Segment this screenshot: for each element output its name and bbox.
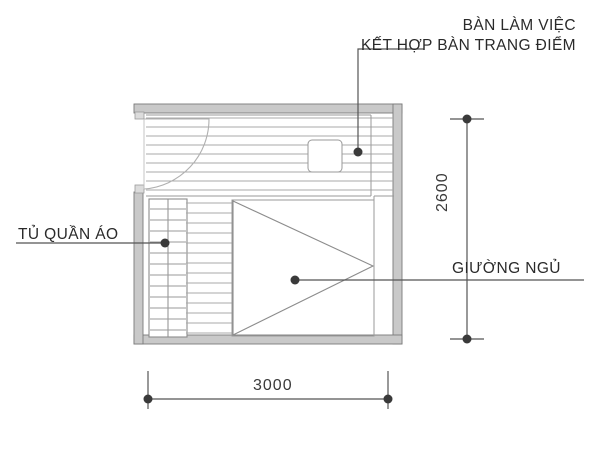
- leader-dot-bed: [290, 275, 300, 285]
- door-jamb-top: [134, 111, 145, 120]
- leader-desk: [357, 48, 424, 152]
- leader-dot-desk: [353, 147, 363, 157]
- dimension-height-value: 2600: [434, 172, 451, 212]
- wardrobe: [148, 198, 188, 338]
- door-jamb-bottom: [134, 184, 145, 194]
- door-swing: [143, 118, 210, 190]
- dimension-width-value: 3000: [253, 377, 293, 394]
- dimension-height: [450, 114, 484, 344]
- walls: [133, 103, 403, 345]
- bed: [231, 199, 375, 337]
- label-bed: GIƯỜNG NGỦ: [452, 260, 561, 277]
- label-wardrobe: TỦ QUẦN ÁO: [18, 226, 119, 243]
- lower-floor-hatch: [186, 202, 232, 334]
- wall-left-lower: [133, 191, 144, 345]
- label-desk-line1: BÀN LÀM VIỆC: [462, 17, 576, 34]
- label-desk-vanity: BÀN LÀM VIỆC KẾT HỢP BÀN TRANG ĐIỂM: [352, 16, 576, 56]
- wall-top: [133, 103, 403, 114]
- wall-right: [392, 103, 403, 345]
- leader-dot-wardrobe: [160, 238, 170, 248]
- leader-lines: [16, 48, 584, 285]
- stool: [307, 139, 343, 173]
- label-desk-line2: KẾT HỢP BÀN TRANG ĐIỂM: [360, 37, 576, 54]
- dimension-width: [143, 371, 393, 409]
- wardrobe-shelves: [150, 208, 186, 331]
- desk-vanity: [146, 114, 372, 197]
- upper-floor-hatch: [146, 117, 394, 191]
